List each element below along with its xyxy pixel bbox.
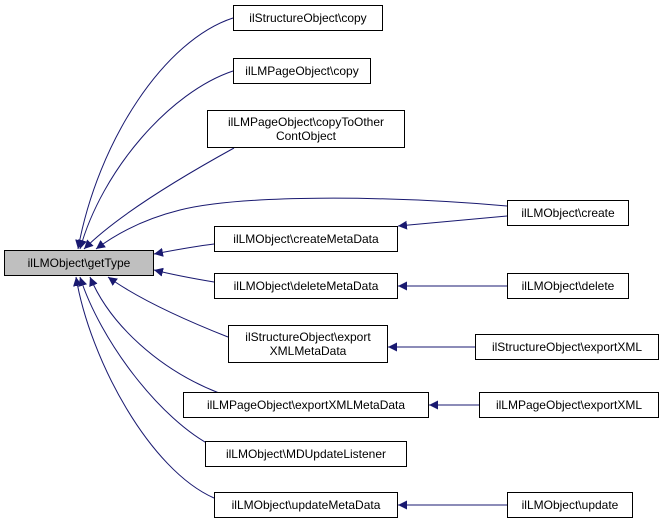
edge-structure-export-metadata: [107, 276, 229, 338]
node-update-metadata[interactable]: ilLMObject\updateMetaData: [214, 492, 398, 518]
node-structure-object-exportxml[interactable]: ilStructureObject\exportXML: [475, 334, 659, 360]
node-page-object-copy[interactable]: ilLMPageObject\copy: [233, 58, 371, 84]
node-create-metadata[interactable]: ilLMObject\createMetaData: [214, 226, 398, 252]
node-getType: ilLMObject\getType: [4, 250, 154, 276]
node-lm-object-delete[interactable]: ilLMObject\delete: [507, 273, 629, 299]
edge-lm-create-to-create-metadata: [397, 215, 508, 230]
node-lm-object-update[interactable]: ilLMObject\update: [507, 492, 633, 518]
edge-structure-copy: [75, 17, 234, 250]
node-delete-metadata[interactable]: ilLMObject\deleteMetaData: [214, 273, 398, 299]
node-page-object-exportxml[interactable]: ilLMPageObject\exportXML: [479, 392, 659, 418]
edge-lm-create-to-gettype: [95, 197, 508, 250]
edge-update-metadata: [73, 276, 215, 499]
edge-page-copy-to-other: [83, 147, 235, 250]
node-page-export-metadata[interactable]: ilLMPageObject\exportXMLMetaData: [183, 392, 429, 418]
edge-page-copy: [78, 70, 234, 250]
edge-create-metadata: [153, 243, 215, 257]
node-lm-object-create[interactable]: ilLMObject\create: [507, 200, 629, 226]
edge-delete-metadata: [153, 267, 215, 283]
node-md-update-listener[interactable]: ilLMObject\MDUpdateListener: [205, 441, 407, 467]
edges-layer: [73, 17, 508, 510]
edge-page-export-metadata: [89, 276, 220, 394]
node-structure-export-metadata[interactable]: ilStructureObject\export XMLMetaData: [228, 325, 388, 363]
edge-md-update-listener: [78, 276, 215, 448]
node-structure-object-copy[interactable]: ilStructureObject\copy: [233, 5, 383, 31]
node-page-object-copy-to-other[interactable]: ilLMPageObject\copyToOther ContObject: [207, 110, 405, 148]
